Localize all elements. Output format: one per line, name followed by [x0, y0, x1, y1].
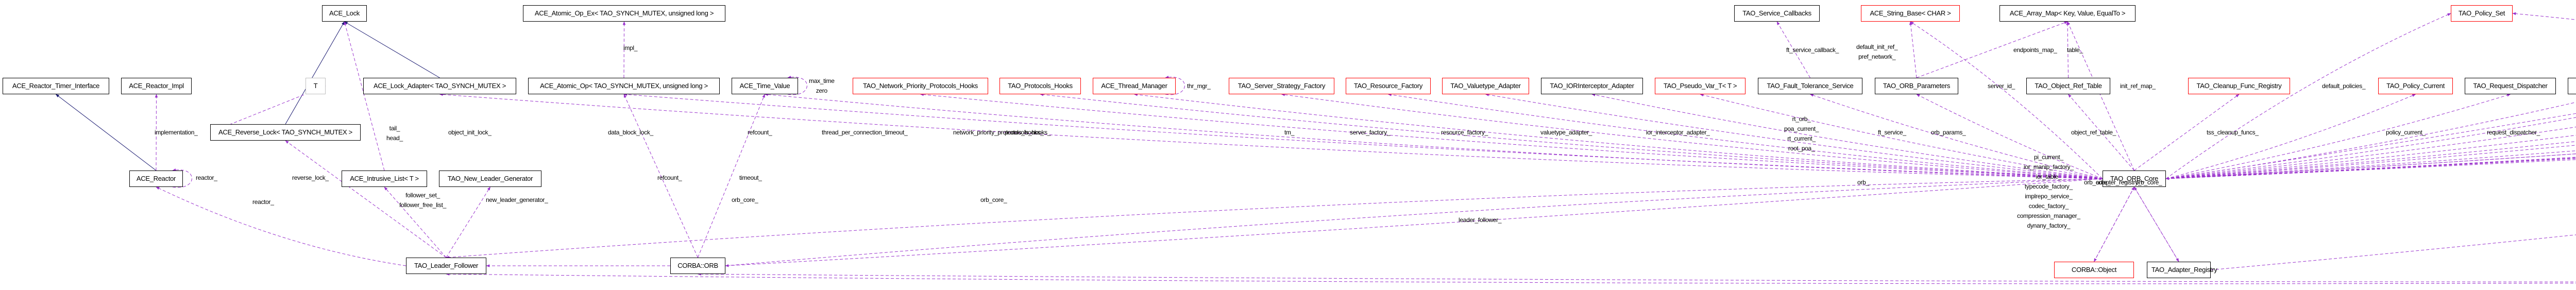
edge-label-reactor-self: reactor_	[196, 173, 217, 183]
edge-label-impl-atomic: impl_	[623, 43, 637, 53]
node-ace-reverse-lock[interactable]: ACE_Reverse_Lock< TAO_SYNCH_MUTEX >	[210, 124, 361, 141]
edge-usage-corba-orb-to-tao-orb-core	[725, 179, 2103, 266]
edge-label-default-policies: default_policies_	[2322, 81, 2365, 91]
edge-label-ior-interceptor-adapter: ior_interceptor_adapter_	[1646, 128, 1710, 138]
edge-label-orb-core-orb: orb_core_	[732, 195, 758, 205]
edge-usage-tao-orb-core-to-ace-array-map	[2067, 22, 2134, 170]
edge-usage-tao-lf-event-loop-thread-helper-to-tao-leader-follower	[446, 274, 2576, 284]
node-tao-pseudo-var-t[interactable]: TAO_Pseudo_Var_T< T >	[1655, 78, 1745, 94]
edge-label-thread-per-connection-timeout: thread_per_connection_timeout_	[822, 128, 907, 138]
edge-usage-tao-leader-follower-to-tao-new-leader-generator	[446, 187, 490, 258]
edge-label-new-leader-generator: new_leader_generator_	[486, 195, 548, 205]
edge-label-timeout: timeout_	[739, 173, 762, 183]
node-ace-array-map[interactable]: ACE_Array_Map< Key, Value, EqualTo >	[1999, 5, 2136, 22]
edge-usage-tao-orb-core-to-tao-resource-factory	[1388, 94, 2103, 179]
edge-usage-tao-orb-core-to-tao-policy-current	[2166, 94, 2416, 179]
edge-label-server-factory: server_factory_	[1350, 128, 1390, 138]
edge-usage-tao-lf-event-loop-thread-helper-to-corba-orb	[698, 274, 2576, 282]
node-tao-policy-set[interactable]: TAO_Policy_Set	[2451, 5, 2513, 22]
edge-label-refcount-2: refcount_	[748, 128, 772, 138]
edge-inherit-reactor-timer	[56, 94, 157, 170]
edge-label-resource-factory: resource_factory_	[1441, 128, 1488, 138]
edge-label-adapter-registry: adapter_registry_	[2096, 178, 2141, 187]
edge-label-rt-orb-group: rt_orb_ poa_current_ rt_current_ root_po…	[1784, 114, 1819, 153]
node-t[interactable]: T	[306, 78, 326, 94]
node-ace-string-base[interactable]: ACE_String_Base< CHAR >	[1861, 5, 1960, 22]
node-tao-leader-follower[interactable]: TAO_Leader_Follower	[406, 258, 486, 274]
edge-label-endpoints-map: endpoints_map_	[2013, 45, 2057, 55]
node-tao-resource-factory[interactable]: TAO_Resource_Factory	[1346, 78, 1431, 94]
edge-usage-tao-adapter-registry-to-tao-adapter	[2211, 94, 2576, 270]
node-tao-server-strategy-factory[interactable]: TAO_Server_Strategy_Factory	[1229, 78, 1334, 94]
node-ace-atomic-op-ex[interactable]: ACE_Atomic_Op_Ex< TAO_SYNCH_MUTEX, unsig…	[523, 5, 725, 22]
node-ace-reactor-timer-interface[interactable]: ACE_Reactor_Timer_Interface	[3, 78, 109, 94]
node-tao-protocols-hooks[interactable]: TAO_Protocols_Hooks	[999, 78, 1081, 94]
edge-usage-tao-orb-core-to-tao-network-priority-protocols-hooks	[921, 94, 2103, 179]
node-tao-new-leader-generator[interactable]: TAO_New_Leader_Generator	[439, 170, 541, 187]
edge-label-leader-follower: leader_follower_	[1459, 215, 1501, 225]
edge-label-protocols-hooks: protocols_hooks_	[1005, 128, 1050, 138]
node-tao-flushing-strategy[interactable]: TAO_Flushing_Strategy	[2568, 78, 2576, 94]
edge-label-reverse-lock: reverse_lock_	[292, 173, 329, 183]
edge-label-orb-params: orb_params_	[1931, 128, 1965, 138]
node-tao-cleanup-func-registry[interactable]: TAO_Cleanup_Func_Registry	[2188, 78, 2290, 94]
edge-label-implementation: implementation_	[155, 128, 198, 138]
edge-label-default-init-ref: default_init_ref_ pref_network_	[1856, 42, 1897, 62]
node-tao-request-dispatcher[interactable]: TAO_Request_Dispatcher	[2465, 78, 2556, 94]
edge-inherit-reverse-lock	[285, 22, 345, 124]
edge-label-ft-service: ft_service_	[1878, 128, 1906, 138]
node-tao-valuetype-adapter[interactable]: TAO_Valuetype_Adapter	[1442, 78, 1529, 94]
node-corba-orb[interactable]: CORBA::ORB	[670, 258, 725, 274]
node-tao-service-callbacks[interactable]: TAO_Service_Callbacks	[1734, 5, 1820, 22]
edge-usage-tao-orb-core-to-corba-orb	[725, 179, 2103, 266]
node-tao-policy-current[interactable]: TAO_Policy_Current	[2378, 78, 2453, 94]
edge-label-data-block-lock: data_block_lock_	[608, 128, 653, 138]
edge-usage-tao-policy-manager-to-tao-policy-set	[2513, 13, 2576, 78]
edge-label-object-ref-table: object_ref_table_	[2071, 128, 2116, 138]
edge-usage-tao-orb-core-to-tao-policy-set	[2166, 13, 2451, 179]
edge-label-object-init-lock: object_init_lock_	[448, 128, 492, 138]
edge-label-init-ref-map: init_ref_map_	[2120, 81, 2156, 91]
edge-label-orb: orb_	[1857, 178, 1869, 187]
node-ace-lock[interactable]: ACE_Lock	[322, 5, 367, 22]
edge-label-server-id: server_id_	[1988, 81, 2015, 91]
edge-label-ft-service-callback: ft_service_callback_	[1786, 45, 1839, 55]
edge-label-tss-cleanup-funcs: tss_cleanup_funcs_	[2207, 128, 2259, 138]
node-tao-orb-parameters[interactable]: TAO_ORB_Parameters	[1875, 78, 1958, 94]
node-ace-reactor[interactable]: ACE_Reactor	[129, 170, 183, 187]
node-ace-lock-adapter[interactable]: ACE_Lock_Adapter< TAO_SYNCH_MUTEX >	[363, 78, 516, 94]
edge-label-pi-current-group: pi_current_ ior_manip_factory_ ior_table…	[2017, 152, 2080, 231]
edge-label-refcount-1: refcount_	[657, 173, 682, 183]
edge-usage-tao-leader-follower-to-ace-reactor	[156, 187, 406, 266]
edge-label-reactor-lf: reactor_	[252, 197, 274, 207]
edge-label-follower-set: follower_set_ follower_free_list_	[399, 191, 446, 210]
edge-label-thr-mgr: thr_mgr_	[1187, 81, 1211, 91]
node-tao-network-priority-protocols-hooks[interactable]: TAO_Network_Priority_Protocols_Hooks	[853, 78, 988, 94]
edge-label-tm: tm_	[1284, 128, 1294, 138]
edge-label-orb-core-ar: orb_core_	[2136, 178, 2162, 187]
node-ace-time-value[interactable]: ACE_Time_Value	[732, 78, 798, 94]
node-ace-reactor-impl[interactable]: ACE_Reactor_Impl	[121, 78, 192, 94]
edge-label-orb-core-lf: orb_core_	[980, 195, 1007, 205]
edge-usage-tao-orb-parameters-to-ace-string-base	[1910, 22, 1917, 78]
edge-label-max-time-zero: max_time zero	[809, 76, 835, 96]
node-tao-adapter-registry[interactable]: TAO_Adapter_Registry	[2147, 262, 2211, 278]
edge-label-request-dispatcher: request_dispatcher_	[2487, 128, 2540, 138]
node-corba-object[interactable]: CORBA::Object	[2054, 262, 2134, 278]
edge-usage-tao-orb-core-to-tao-leader-follower	[446, 179, 2103, 258]
node-tao-iorinterceptor-adapter[interactable]: TAO_IORInterceptor_Adapter	[1541, 78, 1643, 94]
node-ace-atomic-op[interactable]: ACE_Atomic_Op< TAO_SYNCH_MUTEX, unsigned…	[528, 78, 720, 94]
edge-label-table: table_	[2067, 45, 2083, 55]
edge-usage-ace-intrusive-list-to-ace-lock	[345, 22, 385, 170]
edge-label-valuetype-adapter: valuetype_adapter_	[1540, 128, 1592, 138]
node-ace-intrusive-list[interactable]: ACE_Intrusive_List< T >	[342, 170, 427, 187]
edge-label-tail-head: tail_ head_	[386, 124, 403, 143]
node-ace-thread-manager[interactable]: ACE_Thread_Manager	[1093, 78, 1176, 94]
node-tao-fault-tolerance-service[interactable]: TAO_Fault_Tolerance_Service	[1758, 78, 1862, 94]
edge-inherit-lock-adapter	[345, 22, 440, 78]
node-tao-object-ref-table[interactable]: TAO_Object_Ref_Table	[2026, 78, 2110, 94]
edge-usage-tao-adapter-registry-to-tao-orb-core	[2134, 187, 2179, 262]
edge-label-policy-current: policy_current_	[2386, 128, 2426, 138]
